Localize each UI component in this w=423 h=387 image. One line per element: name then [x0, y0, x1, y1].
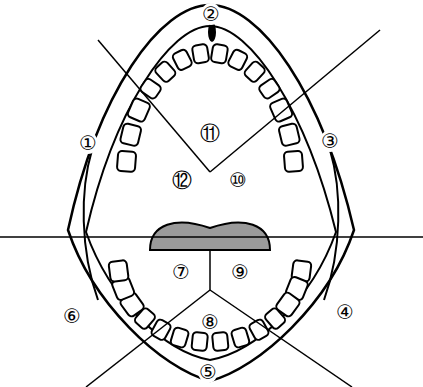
tooth [284, 151, 303, 172]
callout-number: ③ [320, 130, 340, 152]
callout-number: ① [78, 132, 98, 154]
callout-number: ⑩ [228, 169, 248, 191]
tooth [211, 44, 229, 64]
frenulum [208, 22, 216, 42]
callout-number: ⑫ [171, 169, 193, 191]
callout-number: ⑨ [230, 261, 250, 283]
tooth [139, 77, 162, 100]
tooth [227, 48, 249, 71]
tooth [171, 48, 193, 71]
tooth [258, 77, 281, 100]
division-lines [0, 30, 423, 387]
callout-number: ⑦ [171, 261, 191, 283]
tooth [191, 332, 208, 351]
callout-number: ⑤ [198, 361, 218, 383]
tooth [120, 123, 142, 147]
tooth [248, 318, 270, 341]
inner-lip [86, 26, 336, 360]
callout-number: ④ [335, 301, 355, 323]
callout-number: ⑥ [62, 305, 82, 327]
tooth [117, 151, 136, 172]
callout-number: ⑪ [199, 122, 221, 144]
tooth [243, 60, 266, 83]
left-cheek [84, 150, 98, 300]
tooth [212, 332, 229, 351]
tooth [108, 260, 128, 282]
tooth [231, 327, 251, 349]
tooth [192, 44, 210, 64]
tooth [278, 123, 300, 147]
tooth [154, 60, 177, 83]
callout-number: ② [201, 3, 221, 25]
tooth [170, 327, 190, 349]
teeth [108, 44, 311, 352]
tooth [127, 97, 151, 123]
outer-lip [68, 5, 354, 381]
right-cheek [324, 150, 338, 300]
callout-number: ⑧ [200, 311, 220, 333]
